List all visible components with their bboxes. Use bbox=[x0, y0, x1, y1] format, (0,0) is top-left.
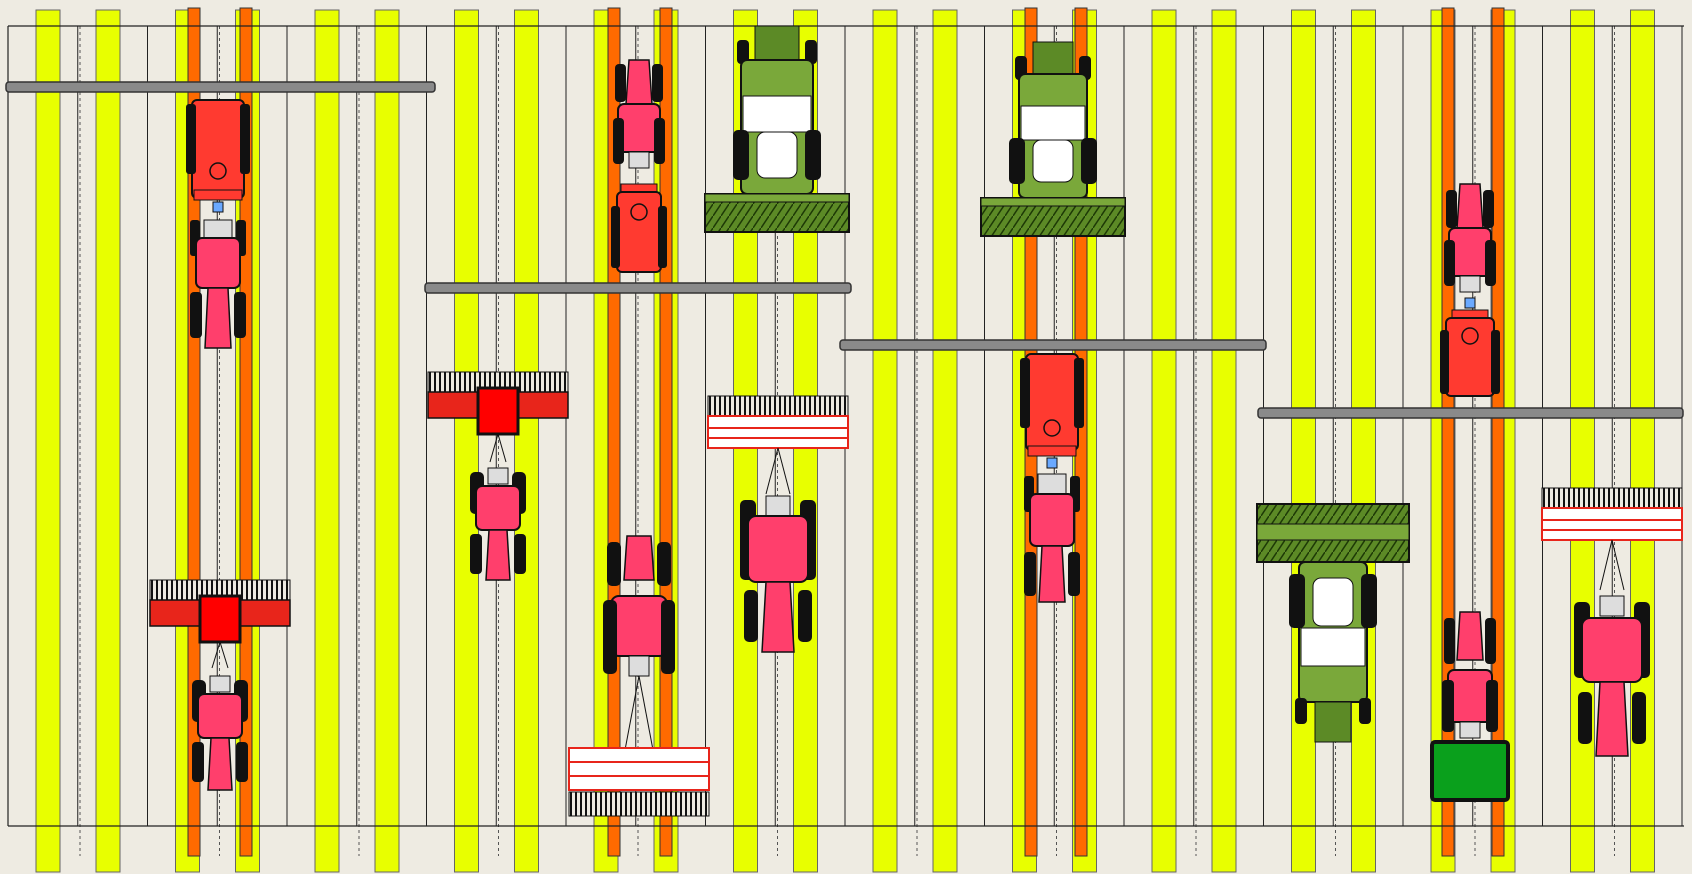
crop-strip bbox=[96, 10, 120, 872]
green-trailer bbox=[1432, 742, 1508, 800]
tractor-cab bbox=[198, 694, 242, 738]
crop-strip bbox=[933, 10, 957, 872]
tractor-cab bbox=[1448, 670, 1492, 722]
crop-strip bbox=[1152, 10, 1176, 872]
grain-tank bbox=[1301, 628, 1365, 666]
rake-comb bbox=[708, 396, 848, 416]
cultivator-frame bbox=[569, 748, 709, 790]
crop-strip bbox=[873, 10, 897, 872]
grain-tank bbox=[743, 96, 811, 132]
spray-boom bbox=[840, 340, 1266, 350]
spray-boom bbox=[6, 82, 435, 92]
crop-strip bbox=[1352, 10, 1376, 872]
crop-strip bbox=[455, 10, 479, 872]
cultivator-comb bbox=[569, 792, 709, 816]
tractor-cab bbox=[1030, 494, 1074, 546]
harvester-cab bbox=[757, 132, 797, 178]
tractor-cab bbox=[748, 516, 808, 582]
rake-frame bbox=[1542, 508, 1682, 540]
crop-strip bbox=[36, 10, 60, 872]
tractor-cab bbox=[618, 104, 660, 152]
tractor-cab bbox=[196, 238, 240, 288]
crop-strip bbox=[1292, 10, 1316, 872]
tractor-cab bbox=[1449, 228, 1491, 276]
grain-tank bbox=[1021, 106, 1085, 140]
crop-strip bbox=[315, 10, 339, 872]
harvester-cab bbox=[1033, 140, 1073, 182]
spray-boom bbox=[425, 283, 851, 293]
trailer bbox=[1446, 318, 1494, 396]
rake-comb bbox=[1542, 488, 1682, 508]
harvester-cab bbox=[1313, 578, 1353, 626]
rake-frame bbox=[708, 416, 848, 448]
tractor-cab bbox=[1582, 618, 1642, 682]
tractor-with-trailer[interactable] bbox=[186, 100, 250, 348]
trailer bbox=[192, 100, 244, 198]
crop-strip bbox=[1212, 10, 1236, 872]
spray-boom bbox=[1258, 408, 1683, 418]
tractor-cab bbox=[476, 486, 520, 530]
tractor-cab bbox=[611, 596, 667, 656]
tractor-with-trailer[interactable] bbox=[1020, 354, 1084, 602]
crop-strip bbox=[515, 10, 539, 872]
crop-strip bbox=[375, 10, 399, 872]
